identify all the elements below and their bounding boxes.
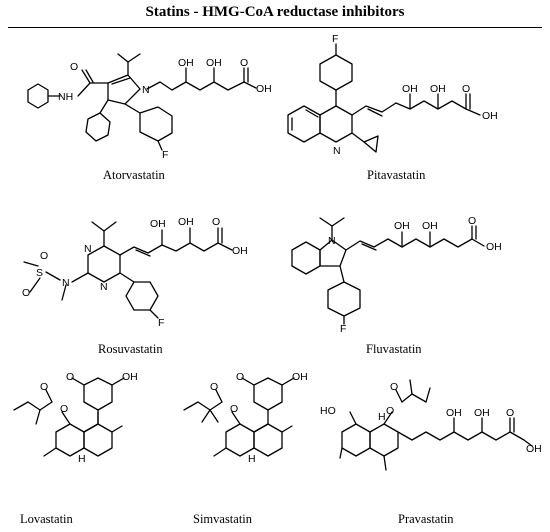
pravastatin-oh-acid-label: OH	[526, 443, 542, 455]
pravastatin-o2-label: O	[386, 405, 394, 417]
caption-lovastatin: Lovastatin	[20, 512, 73, 526]
fluvastatin-oh1-label: OH	[394, 220, 410, 232]
title-divider	[8, 27, 542, 28]
atorvastatin-oh2-label: OH	[206, 57, 222, 69]
rosuvastatin-n3-label: N	[62, 277, 70, 289]
figure-title: Statins - HMG-CoA reductase inhibitors	[145, 4, 405, 20]
caption-fluvastatin: Fluvastatin	[366, 342, 422, 356]
pitavastatin-f-label: F	[332, 33, 338, 45]
caption-simvastatin: Simvastatin	[193, 512, 253, 526]
caption-atorvastatin: Atorvastatin	[103, 168, 165, 182]
fluvastatin-oh-acid-label: OH	[486, 241, 502, 253]
rosuvastatin-n1-label: N	[100, 281, 108, 293]
atorvastatin-o-amide-label: O	[70, 61, 78, 73]
pravastatin-oh2-label: OH	[474, 407, 490, 419]
pitavastatin-oh-acid-label: OH	[482, 110, 498, 122]
caption-pravastatin: Pravastatin	[398, 512, 454, 526]
lovastatin-oh-label: OH	[122, 371, 138, 383]
pravastatin-h-label: H	[378, 411, 386, 423]
fluvastatin-n-label: N	[328, 235, 336, 247]
fluvastatin-o-acid-label: O	[468, 215, 476, 227]
rosuvastatin-oh1-label: OH	[150, 218, 166, 230]
atorvastatin-oh-acid-label: OH	[256, 83, 272, 95]
simvastatin-oh-label: OH	[292, 371, 308, 383]
rosuvastatin-s-label: S	[36, 267, 43, 279]
pitavastatin-n-label: N	[333, 145, 341, 157]
lovastatin-o3-label: O	[40, 381, 48, 393]
pitavastatin-oh2-label: OH	[430, 83, 446, 95]
atorvastatin-f-label: F	[162, 149, 168, 161]
simvastatin-o1-label: O	[236, 371, 244, 383]
rosuvastatin-o-acid-label: O	[212, 216, 220, 228]
fluvastatin-f-label: F	[340, 323, 346, 335]
atorvastatin-n-label: N	[142, 84, 150, 96]
pravastatin-o3-label: O	[390, 381, 398, 393]
pravastatin-ho-label: HO	[320, 405, 336, 417]
pravastatin-oh1-label: OH	[446, 407, 462, 419]
lovastatin-o2-label: O	[60, 403, 68, 415]
pravastatin-o-acid-label: O	[506, 407, 514, 419]
pitavastatin-o-acid-label: O	[462, 83, 470, 95]
fluvastatin-oh2-label: OH	[422, 220, 438, 232]
simvastatin-o2-label: O	[230, 403, 238, 415]
rosuvastatin-o1-label: O	[22, 287, 30, 299]
rosuvastatin-o2-label: O	[40, 250, 48, 262]
atorvastatin-oh1-label: OH	[178, 57, 194, 69]
simvastatin-o3-label: O	[210, 381, 218, 393]
atorvastatin-nh-label: NH	[58, 91, 73, 103]
simvastatin-h-label: H	[248, 453, 256, 465]
rosuvastatin-n2-label: N	[84, 243, 92, 255]
caption-pitavastatin: Pitavastatin	[367, 168, 426, 182]
rosuvastatin-oh-acid-label: OH	[232, 245, 248, 257]
rosuvastatin-f-label: F	[158, 317, 164, 329]
lovastatin-h-label: H	[78, 453, 86, 465]
rosuvastatin-oh2-label: OH	[178, 216, 194, 228]
pitavastatin-oh1-label: OH	[402, 83, 418, 95]
lovastatin-o1-label: O	[66, 371, 74, 383]
caption-rosuvastatin: Rosuvastatin	[98, 342, 163, 356]
atorvastatin-o-acid-label: O	[240, 57, 248, 69]
